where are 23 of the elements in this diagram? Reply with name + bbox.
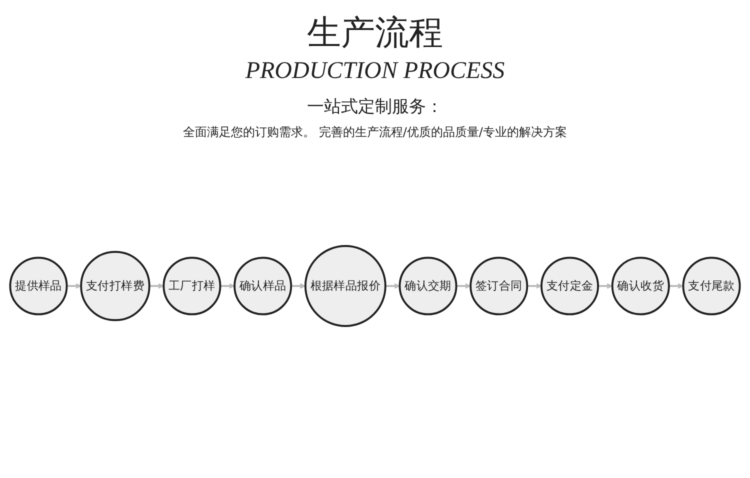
arrow bbox=[598, 283, 613, 289]
arrow bbox=[456, 283, 471, 289]
arrow bbox=[668, 283, 684, 289]
arrow bbox=[220, 283, 235, 289]
node-circle: 确认交期 bbox=[398, 256, 458, 316]
arrow bbox=[527, 283, 542, 289]
arrow bbox=[385, 283, 400, 289]
node-circle: 工厂打样 bbox=[162, 256, 222, 316]
node-circle: 提供样品 bbox=[9, 256, 68, 316]
title: 生产流程 bbox=[306, 12, 444, 55]
tagline: 全面满足您的订购需求。 完善的生产流程/优质的品质量/专业的解决方案 bbox=[182, 124, 568, 141]
node-circle: 签订合同 bbox=[470, 256, 528, 316]
node-circle: 确认样品 bbox=[234, 256, 292, 316]
tagline: 一站式定制服务： bbox=[306, 96, 444, 118]
node-circle: 根据样品报价 bbox=[304, 245, 386, 327]
node-circle: 支付定金 bbox=[540, 256, 600, 316]
node-circle: 支付尾款 bbox=[682, 256, 741, 316]
arrow bbox=[149, 283, 164, 289]
arrow bbox=[291, 283, 306, 289]
arrow bbox=[66, 283, 82, 289]
node-circle: 确认收货 bbox=[611, 256, 670, 316]
subtitle: PRODUCTION PROCESS bbox=[244, 58, 506, 85]
node-circle: 支付打样费 bbox=[80, 250, 150, 322]
